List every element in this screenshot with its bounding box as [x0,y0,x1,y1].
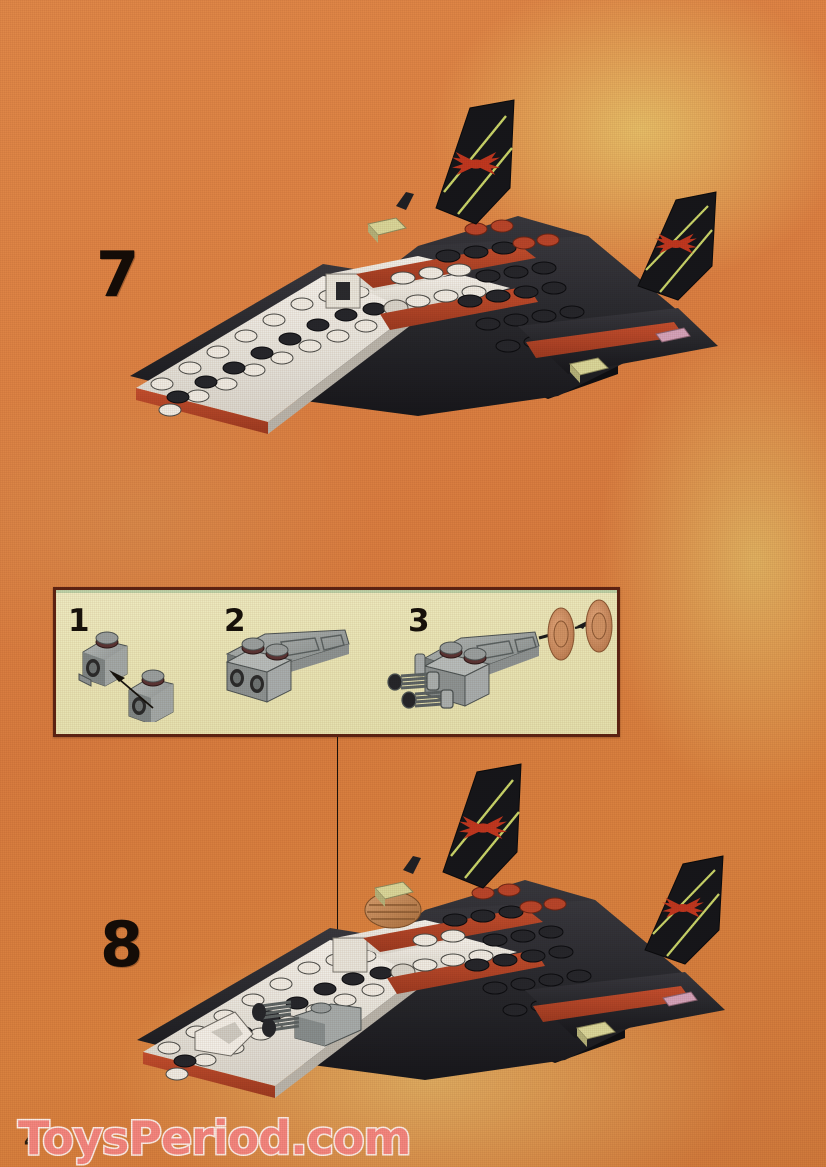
callout-connector-line [337,737,338,942]
substep-number-2: 2 [224,603,246,639]
box-top-highlight [56,590,617,593]
substep-number-3: 3 [408,603,430,639]
substep-2-parts-illustration [215,610,360,720]
substep-3-parts-illustration [385,598,615,723]
step-number-7: 7 [96,238,140,311]
page-number: 4 [24,1130,38,1152]
step-7-model-illustration [118,96,728,446]
substep-1-parts-illustration [75,612,190,722]
substep-number-1: 1 [68,603,90,639]
step-8-model-illustration [125,760,735,1100]
step-number-8: 8 [100,908,144,981]
watermark-toysperiod: ToysPeriod.com [16,1110,412,1167]
